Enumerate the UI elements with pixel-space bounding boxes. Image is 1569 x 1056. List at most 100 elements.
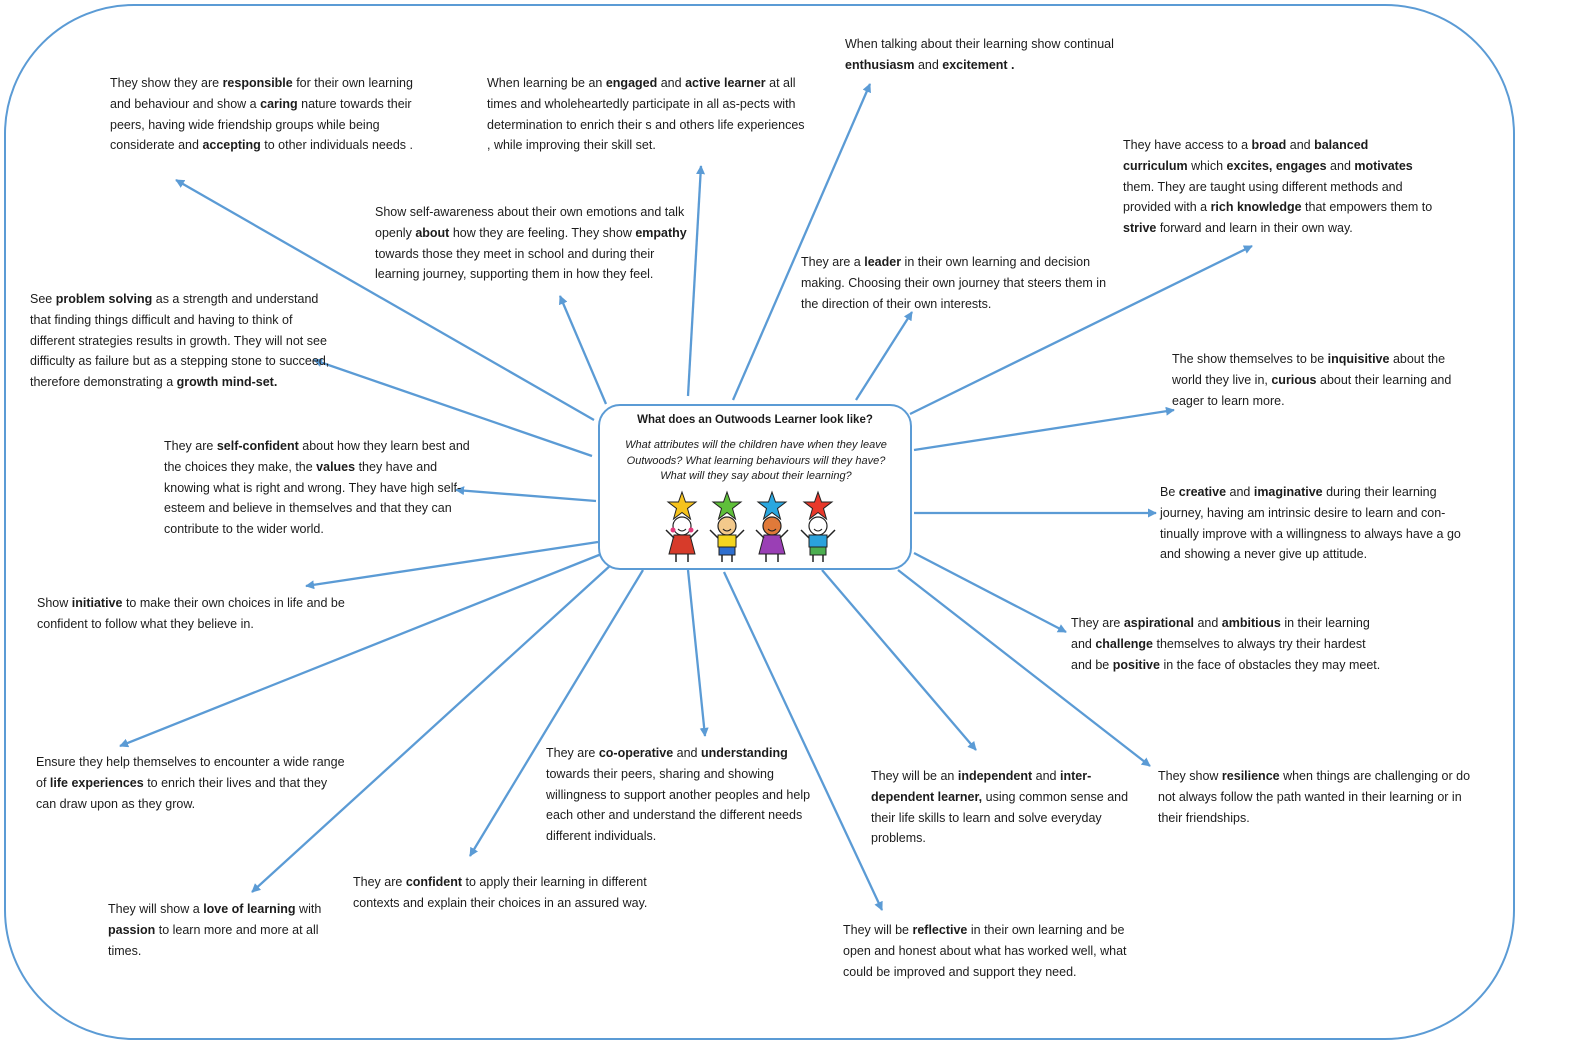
child-2 [709, 490, 745, 562]
body-text: about their learning and eager to learn … [1172, 372, 1452, 408]
body-text: and [1226, 485, 1254, 499]
body-text: how they are feeling. They show [449, 225, 636, 240]
keyword-text: life experiences [49, 775, 144, 790]
star-icon [711, 490, 743, 521]
node-enthusiasm: When talking about their learning show c… [845, 34, 1145, 76]
center-question: What attributes will the children have w… [625, 439, 887, 482]
body-text: during their learning journey, having am… [1160, 485, 1461, 562]
node-initiative: Show initiative to make their own choice… [37, 593, 347, 635]
keyword-text: excitement . [942, 57, 1015, 72]
body-text: for their own learning and behaviour and… [110, 76, 413, 111]
body-text: towards their peers, sharing and showing… [546, 766, 811, 844]
rounded-frame [4, 4, 1515, 1040]
arrow-independent [821, 569, 977, 751]
body-text: to make their own choices in life and be… [37, 596, 345, 631]
body-text: They will show a [108, 902, 204, 916]
keyword-text: growth mind-set. [176, 375, 278, 390]
node-inquisitive: The show themselves to be inquisitive ab… [1172, 349, 1478, 411]
body-text: they have and knowing what is right and … [164, 459, 462, 537]
arrow-responsible [175, 179, 595, 421]
keyword-text: active learner [685, 76, 766, 90]
body-text: They are [164, 439, 217, 453]
keyword-text: love of learning [203, 902, 296, 916]
body-text: using common sense and their life skills… [871, 789, 1129, 846]
keyword-text: co-operative [598, 746, 674, 760]
node-co-operative: They are co-operative and understanding … [546, 743, 828, 847]
body-text: in the face of obstacles they may meet. [1159, 657, 1381, 672]
node-reflective: They will be reflective in their own lea… [843, 920, 1155, 982]
body-text: They are a [801, 255, 865, 269]
keyword-text: engaged [605, 76, 658, 90]
body-text: in their learning and [1071, 616, 1370, 651]
node-responsible: They show they are responsible for their… [110, 73, 420, 156]
node-love-of-learning: They will show a love of learning with p… [108, 899, 340, 961]
keyword-text: responsible [222, 76, 293, 90]
star-icon [666, 490, 698, 521]
keyword-text: inquisitive [1327, 352, 1390, 366]
keyword-text: confident [405, 875, 463, 889]
body-text: Show self-awareness about their own emot… [375, 205, 685, 240]
body-text: The show themselves to be [1172, 352, 1328, 366]
keyword-text: leader [864, 255, 902, 269]
body-text: and [1032, 769, 1060, 783]
arrow-curriculum [909, 244, 1253, 416]
arrow-confident [469, 569, 644, 857]
body-text: See [30, 292, 56, 306]
body-text: about the world they live in, [1172, 352, 1446, 387]
keyword-text: values [316, 459, 356, 474]
body-text: They will be [843, 923, 913, 937]
keyword-text: aspirational [1123, 616, 1194, 630]
arrow-self-confident [455, 486, 597, 503]
child-1 [665, 490, 699, 562]
keyword-text: caring [260, 96, 298, 111]
body-text: to other individuals needs . [260, 138, 413, 153]
node-engaged: When learning be an engaged and active l… [487, 73, 805, 156]
keyword-text: positive [1112, 657, 1160, 672]
node-independent: They will be an independent and inter-de… [871, 766, 1141, 849]
keyword-text: resilience [1221, 769, 1280, 783]
arrow-self-awareness [558, 295, 608, 405]
node-confident: They are confident to apply their learni… [353, 872, 653, 914]
arrow-inquisitive [913, 406, 1175, 452]
body-text: They show they are [110, 76, 223, 90]
body-text: They have access to a [1123, 138, 1252, 152]
body-text: They are [353, 875, 406, 889]
body-text: They are [1071, 616, 1124, 630]
keyword-text: self-confident [216, 439, 299, 453]
arrow-love-of-learning [251, 563, 613, 893]
body-text: and [657, 76, 686, 90]
keyword-text: strive [1123, 221, 1157, 236]
arrow-reflective [722, 571, 884, 911]
keyword-text: problem solving [55, 292, 153, 306]
arrow-life-experiences [119, 551, 605, 748]
keyword-text: curious [1271, 372, 1317, 387]
body-text: They will be an [871, 769, 958, 783]
keyword-text: independent [957, 769, 1033, 783]
body-text: When talking about their learning show c… [845, 37, 1114, 51]
keyword-text: accepting [202, 138, 261, 153]
body-text: about how they learn best and the choice… [164, 439, 470, 474]
node-curriculum: They have access to a broad and balanced… [1123, 135, 1435, 239]
node-resilience: They show resilience when things are cha… [1158, 766, 1470, 828]
arrow-resilience [897, 569, 1151, 767]
body-text: and [673, 746, 701, 760]
node-life-experiences: Ensure they help themselves to encounter… [36, 752, 346, 814]
body-text: Ensure they help themselves to encounter… [36, 755, 345, 790]
arrow-enthusiasm [731, 83, 872, 401]
keyword-text: motivates [1354, 158, 1413, 173]
body-text: to enrich their lives and that they can … [36, 775, 328, 811]
keyword-text: initiative [71, 596, 123, 610]
body-text: to learn more and more at all times. [108, 922, 319, 958]
body-text: which [1187, 158, 1227, 173]
arrow-initiative [305, 540, 599, 590]
body-text: as a strength and understand that findin… [30, 292, 330, 390]
body-text: in their own learning and be open and ho… [843, 923, 1127, 979]
arrow-co-operative [686, 569, 709, 737]
keyword-text: creative [1178, 485, 1227, 499]
body-text: Be [1160, 485, 1179, 499]
body-text: Show [37, 596, 72, 610]
node-aspirational: They are aspirational and ambitious in t… [1071, 613, 1385, 675]
keyword-text: about [415, 225, 450, 240]
node-leader: They are a leader in their own learning … [801, 252, 1111, 314]
